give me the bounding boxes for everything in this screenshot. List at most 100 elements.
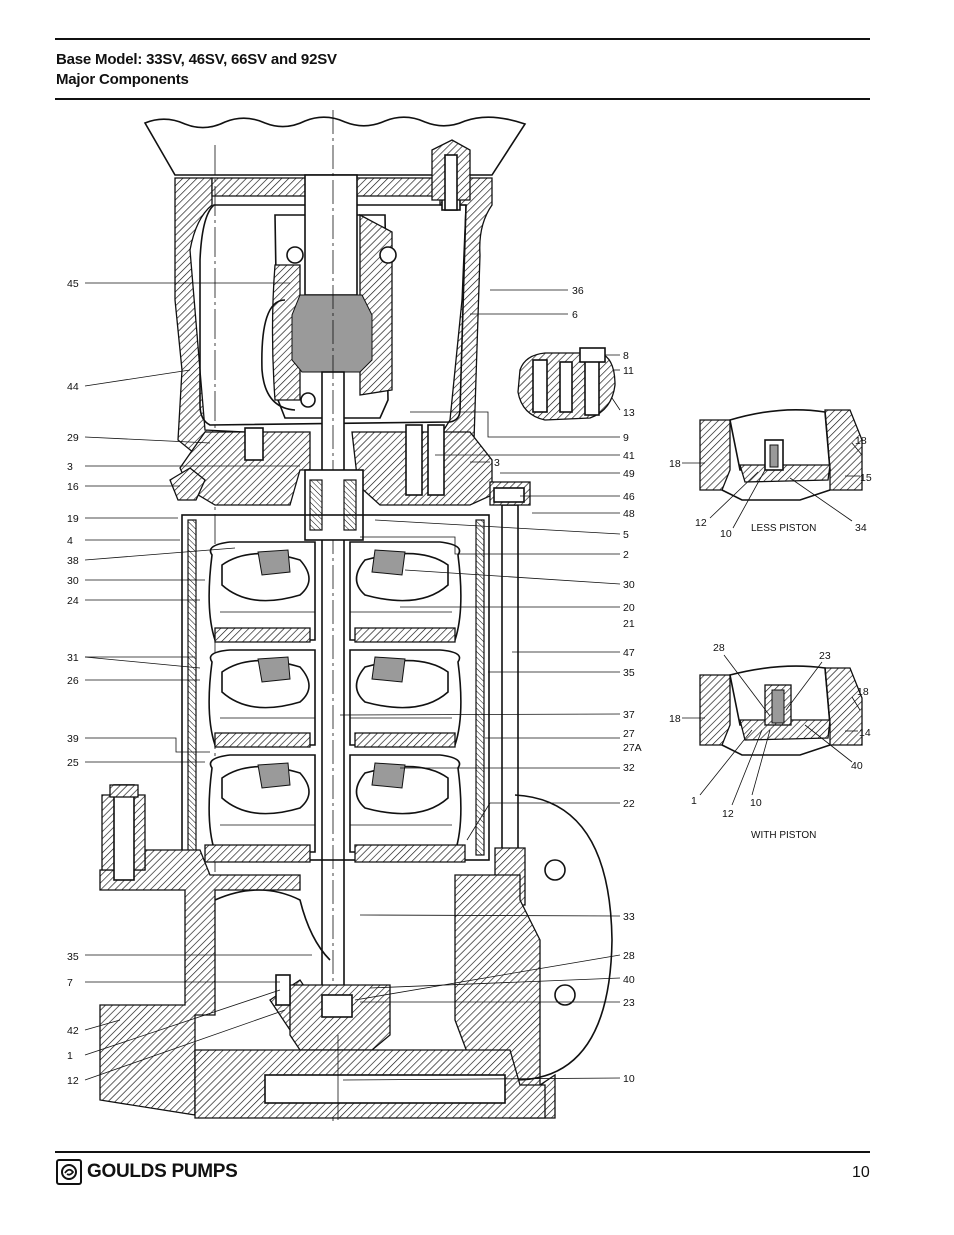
callout-39: 39 bbox=[67, 733, 79, 745]
callout-25: 25 bbox=[67, 757, 79, 769]
callout-30-right: 30 bbox=[623, 579, 635, 591]
callout-36: 36 bbox=[572, 285, 584, 297]
with-piston-label-40: 40 bbox=[851, 760, 863, 772]
callout-16: 16 bbox=[67, 481, 79, 493]
with-piston-label-14: 14 bbox=[859, 727, 871, 739]
motor-outline bbox=[143, 116, 527, 176]
callout-41: 41 bbox=[623, 450, 635, 462]
callout-6: 6 bbox=[572, 309, 578, 321]
bracket-window bbox=[199, 204, 467, 426]
callout-19: 19 bbox=[67, 513, 79, 525]
left-adapter-bolt bbox=[244, 427, 264, 461]
suction-passage bbox=[214, 889, 331, 961]
outer-sleeve bbox=[181, 514, 490, 861]
callout-2: 2 bbox=[623, 549, 629, 561]
coupling-bolt-right bbox=[379, 246, 397, 264]
with-piston-label-28: 28 bbox=[713, 642, 725, 654]
callout-23: 23 bbox=[623, 997, 635, 1009]
callout-40: 40 bbox=[623, 974, 635, 986]
coupling-left-half bbox=[271, 264, 301, 401]
outlet-flange bbox=[514, 794, 613, 1081]
motor-shaft bbox=[304, 174, 358, 296]
callout-5: 5 bbox=[623, 529, 629, 541]
callout-11: 11 bbox=[623, 365, 634, 377]
bottom-nut bbox=[321, 994, 353, 1018]
detail-less-piston: 18 18 15 12 10 34 LESS PISTON bbox=[669, 408, 872, 540]
motor-bracket-left-wall bbox=[174, 177, 246, 463]
callout-10: 10 bbox=[623, 1073, 635, 1085]
callout-32: 32 bbox=[623, 762, 635, 774]
callout-28: 28 bbox=[623, 950, 635, 962]
seal-plate-bolt-2 bbox=[427, 424, 445, 496]
callout-27: 27 bbox=[623, 728, 635, 740]
less-piston-label-12: 12 bbox=[695, 517, 707, 529]
callout-47: 47 bbox=[623, 647, 635, 659]
leader-lines-right bbox=[339, 289, 621, 1081]
callout-24: 24 bbox=[67, 595, 79, 607]
less-piston-caption: LESS PISTON bbox=[751, 523, 816, 534]
callout-29: 29 bbox=[67, 432, 79, 444]
callout-38: 38 bbox=[67, 555, 79, 567]
with-piston-label-18-right: 18 bbox=[857, 686, 869, 698]
callout-37: 37 bbox=[623, 709, 635, 721]
stage-1 bbox=[208, 541, 462, 643]
with-piston-label-1: 1 bbox=[691, 795, 697, 807]
callout-46: 46 bbox=[623, 491, 635, 503]
main-pump-drawing bbox=[99, 110, 613, 1125]
goulds-logo-icon bbox=[56, 1159, 82, 1185]
callout-7: 7 bbox=[67, 977, 73, 989]
callout-13: 13 bbox=[623, 407, 635, 419]
bolt-detail-inset bbox=[517, 347, 616, 421]
callout-35-right: 35 bbox=[623, 667, 635, 679]
page-title-line-2: Major Components bbox=[56, 71, 189, 88]
callout-44: 44 bbox=[67, 381, 79, 393]
callout-9: 9 bbox=[623, 432, 629, 444]
header-rule-top bbox=[55, 38, 870, 40]
callout-8: 8 bbox=[623, 350, 629, 362]
motor-bracket-right-wall bbox=[428, 177, 493, 453]
brand-name: GOULDS PUMPS bbox=[87, 1161, 238, 1182]
page-number: 10 bbox=[852, 1164, 870, 1181]
less-piston-label-18-left: 18 bbox=[669, 458, 681, 470]
footer-logo: GOULDS PUMPS bbox=[56, 1157, 238, 1187]
with-piston-label-23: 23 bbox=[819, 650, 831, 662]
callout-48: 48 bbox=[623, 508, 635, 520]
with-piston-caption: WITH PISTON bbox=[751, 830, 816, 841]
callout-30-left: 30 bbox=[67, 575, 79, 587]
callout-42: 42 bbox=[67, 1025, 79, 1037]
with-piston-label-10: 10 bbox=[750, 797, 762, 809]
page-title-line-1: Base Model: 33SV, 46SV, 66SV and 92SV bbox=[56, 51, 337, 68]
with-piston-label-12: 12 bbox=[722, 808, 734, 820]
leader-lines-left bbox=[84, 282, 312, 1081]
detail-with-piston: 28 23 18 18 14 40 1 12 10 WITH PISTON bbox=[669, 642, 871, 841]
callout-labels-right: 36 6 8 11 13 9 3 41 49 46 48 5 2 30 20 2… bbox=[494, 285, 642, 1085]
callout-49: 49 bbox=[623, 468, 635, 480]
callout-4: 4 bbox=[67, 535, 73, 547]
callout-26: 26 bbox=[67, 675, 79, 687]
callout-1: 1 bbox=[67, 1050, 73, 1062]
stage-2 bbox=[208, 649, 462, 748]
less-piston-label-10: 10 bbox=[720, 528, 732, 540]
with-piston-label-18-left: 18 bbox=[669, 713, 681, 725]
guard-hook bbox=[261, 299, 296, 411]
callout-12: 12 bbox=[67, 1075, 79, 1087]
less-piston-label-18-right: 18 bbox=[855, 435, 867, 447]
callout-3-right: 3 bbox=[494, 457, 500, 469]
callout-45: 45 bbox=[67, 278, 79, 290]
footer-rule bbox=[55, 1151, 870, 1153]
header-rule-bottom bbox=[55, 98, 870, 100]
callout-3-left: 3 bbox=[67, 461, 73, 473]
page-title: Base Model: 33SV, 46SV, 66SV and 92SV Ma… bbox=[56, 50, 337, 90]
callout-33: 33 bbox=[623, 911, 635, 923]
callout-31: 31 bbox=[67, 652, 79, 664]
vent-plug bbox=[169, 467, 206, 501]
callout-35-left: 35 bbox=[67, 951, 79, 963]
seal-plate-bolt-1 bbox=[405, 424, 423, 496]
callout-20: 20 bbox=[623, 602, 635, 614]
stage-3 bbox=[204, 754, 466, 863]
less-piston-label-34: 34 bbox=[855, 522, 867, 534]
coupling-hub bbox=[291, 294, 373, 373]
callout-21: 21 bbox=[623, 618, 635, 630]
coupling-bolt-left bbox=[286, 246, 304, 264]
